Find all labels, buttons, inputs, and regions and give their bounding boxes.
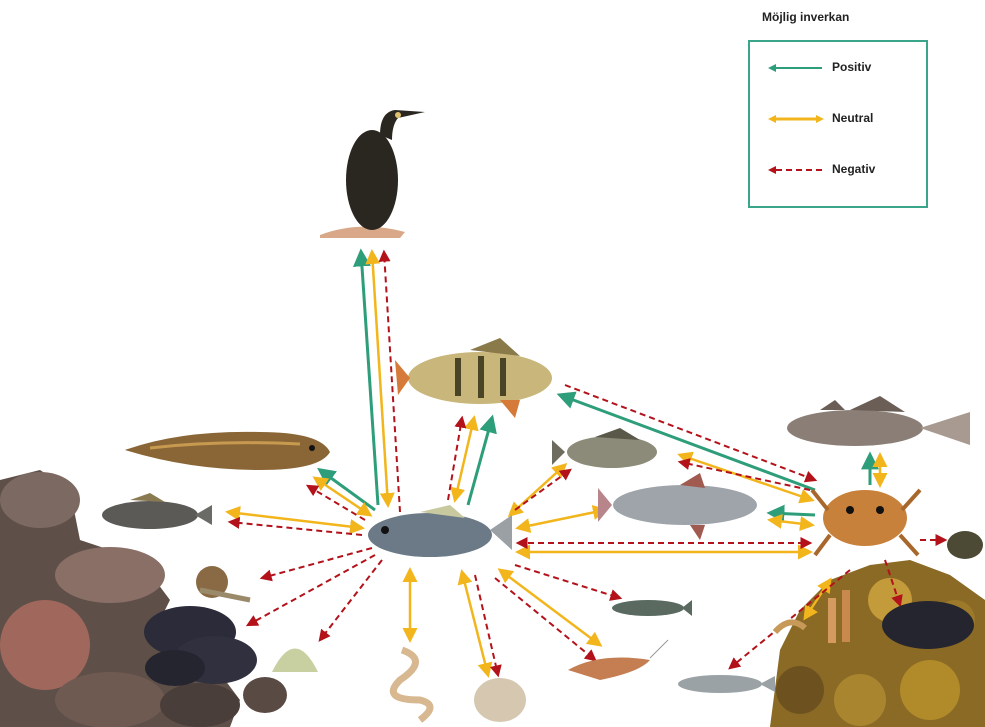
neutral-arrows bbox=[228, 252, 880, 675]
eelpout-illustration bbox=[125, 432, 330, 470]
cormorant-illustration bbox=[320, 110, 425, 238]
shrimp-illustration bbox=[568, 640, 668, 680]
positive-arrow-icon bbox=[768, 62, 824, 74]
worm-illustration bbox=[393, 650, 430, 720]
legend-label-negative: Negativ bbox=[832, 162, 875, 176]
snail-right-illustration bbox=[947, 531, 983, 559]
legend-item-negative: Negativ bbox=[768, 160, 918, 180]
snail-illustration bbox=[196, 566, 250, 600]
perch-illustration bbox=[395, 338, 552, 418]
legend-label-positive: Positiv bbox=[832, 60, 871, 74]
mussel-illustration bbox=[144, 606, 257, 686]
clam-illustration bbox=[474, 678, 526, 722]
negative-arrow-icon bbox=[768, 164, 824, 176]
roach-illustration bbox=[598, 473, 757, 540]
ruffe-illustration bbox=[552, 428, 657, 468]
mussel-right-illustration bbox=[882, 601, 974, 649]
legend-title: Möjlig inverkan bbox=[762, 10, 849, 24]
crab-illustration bbox=[812, 490, 920, 555]
legend-item-neutral: Neutral bbox=[768, 109, 918, 129]
legend-item-positive: Positiv bbox=[768, 58, 918, 78]
legend-label-neutral: Neutral bbox=[832, 111, 873, 125]
sculpin-illustration bbox=[787, 396, 970, 446]
small-goby-illustration bbox=[678, 675, 775, 693]
neutral-arrow-icon bbox=[768, 113, 824, 125]
round-goby-center-illustration bbox=[368, 505, 512, 557]
stickleback-illustration bbox=[612, 600, 692, 616]
barnacle-illustration bbox=[272, 649, 318, 673]
goby-illustration bbox=[102, 493, 212, 529]
legend: Positiv Neutral Negativ bbox=[748, 40, 928, 208]
